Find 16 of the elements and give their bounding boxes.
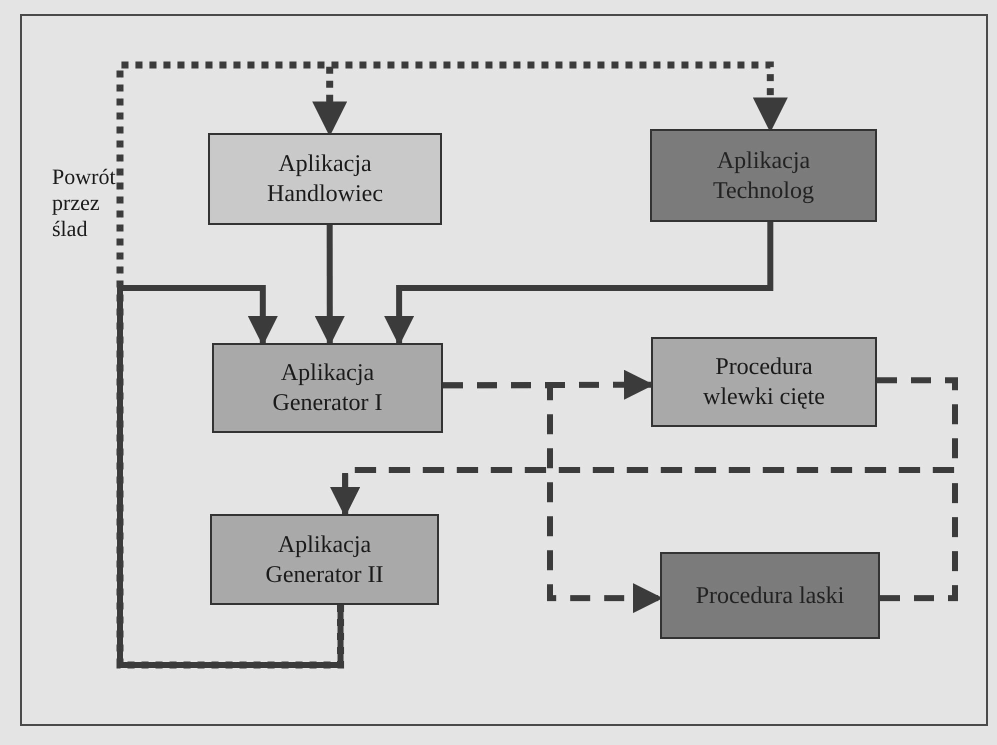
arrow bbox=[117, 285, 344, 668]
box-label: Aplikacja Technolog bbox=[712, 146, 815, 206]
box-label: Aplikacja Handlowiec bbox=[266, 150, 384, 209]
process-box bbox=[208, 133, 442, 225]
box-label: Aplikacja Generator I bbox=[272, 359, 384, 418]
process-box bbox=[650, 129, 877, 222]
box-label: Aplikacja Generator II bbox=[264, 530, 384, 590]
process-box bbox=[212, 343, 443, 433]
dashed-arrow bbox=[330, 467, 958, 602]
process-box bbox=[660, 552, 880, 639]
arrow bbox=[384, 222, 774, 346]
box-label: Procedura wlewki cięte bbox=[702, 353, 826, 412]
process-box bbox=[651, 337, 877, 427]
box-label: Procedura laski bbox=[696, 582, 844, 610]
arrow bbox=[314, 225, 345, 346]
process-box bbox=[210, 514, 439, 605]
